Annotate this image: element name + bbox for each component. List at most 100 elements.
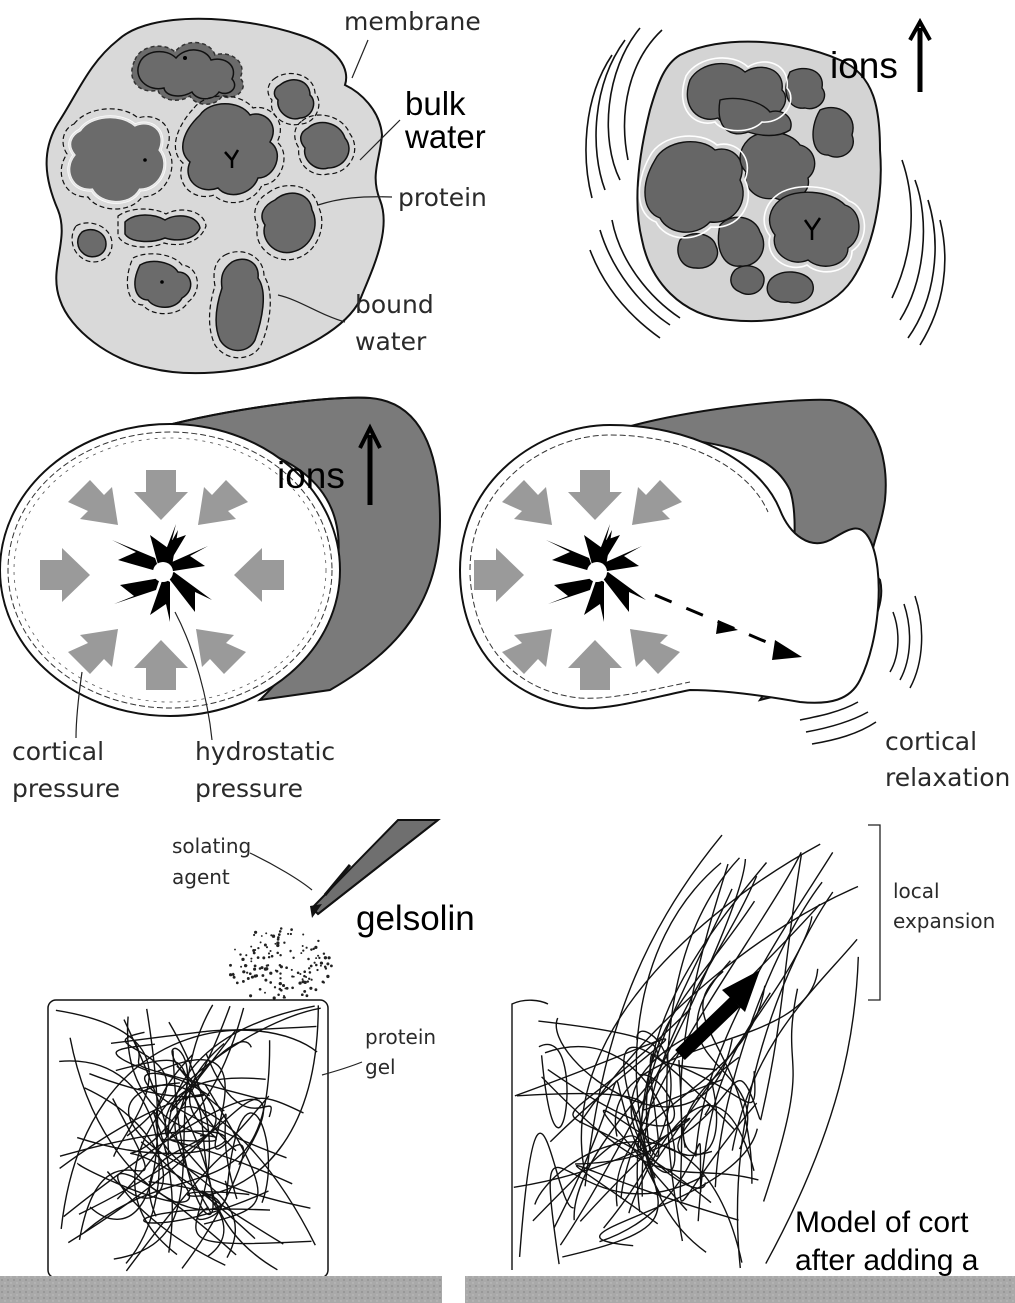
relaxed-cylinder (460, 400, 922, 744)
leader-membrane (352, 40, 368, 78)
agent-dot (290, 933, 292, 935)
label-solating: solating (172, 834, 251, 858)
agent-dot (299, 973, 301, 975)
agent-dot (274, 986, 276, 988)
agent-dot (266, 965, 268, 967)
agent-dot (285, 966, 288, 969)
agent-dot (307, 980, 309, 982)
agent-dot (239, 953, 241, 955)
agent-dot (234, 949, 236, 951)
protein-cluster (78, 230, 106, 257)
agent-dot (283, 984, 285, 986)
label-cortical-relax: cortical (885, 727, 977, 756)
agent-dot (245, 954, 247, 956)
agent-dot (287, 933, 289, 935)
agent-dot (229, 964, 232, 967)
agent-dot (302, 978, 304, 980)
agent-dot (279, 988, 282, 991)
agent-dot (269, 972, 272, 975)
agent-dot (268, 952, 270, 954)
base-plate-right (465, 1276, 1015, 1303)
agent-dot (253, 968, 256, 971)
label-bulk: bulk (405, 85, 466, 122)
label-protein-gel: protein (365, 1025, 436, 1049)
agent-dot (265, 967, 268, 970)
agent-dot (303, 970, 306, 973)
local-expansion-bracket (868, 825, 880, 1000)
agent-dot (264, 979, 267, 982)
protein-cluster (125, 215, 200, 241)
agent-dot (280, 927, 283, 930)
agent-dot (249, 972, 252, 975)
agent-dot (247, 977, 250, 980)
agent-dot (279, 972, 281, 974)
agent-dot (323, 981, 325, 983)
agent-dot (302, 933, 304, 935)
agent-dot (328, 956, 331, 959)
label-bound: bound (355, 290, 434, 319)
agent-dot (268, 956, 270, 958)
agent-dot (257, 956, 260, 959)
agent-dot (308, 978, 310, 980)
agent-dot (326, 975, 329, 978)
agent-dot (318, 957, 320, 959)
label-ions-cylinder: ions (277, 455, 345, 496)
agent-dot (290, 928, 293, 931)
gel-fiber (732, 939, 857, 1150)
agent-dot (302, 980, 305, 983)
agent-dot (305, 976, 307, 978)
agent-dot (283, 942, 285, 944)
agent-dot (325, 967, 327, 969)
agent-dot (272, 935, 275, 938)
hydrated-cell (47, 19, 400, 373)
agent-dot (316, 969, 318, 971)
agent-dot (317, 955, 319, 957)
label-relaxation: relaxation (885, 763, 1010, 792)
agent-dot (277, 936, 280, 939)
agent-dot (250, 958, 252, 960)
label-cortical: cortical (12, 737, 104, 766)
agent-dot (249, 994, 252, 997)
agent-dot (279, 982, 282, 985)
gel-fiber (764, 989, 798, 1202)
agent-dot (314, 946, 317, 949)
agent-dot (320, 965, 322, 967)
label-local: local (893, 879, 940, 903)
agent-dot (279, 977, 281, 979)
agent-dot (229, 973, 232, 976)
agent-dot (232, 973, 234, 975)
agent-dot (291, 969, 293, 971)
label-cortical-pressure: pressure (12, 774, 120, 803)
agent-dot (317, 940, 319, 942)
label-protein: protein (398, 183, 487, 212)
agent-dot (308, 967, 310, 969)
agent-dot (314, 962, 316, 964)
caption-line-1: Model of cort (795, 1206, 969, 1239)
agent-dot (278, 933, 281, 936)
agent-dot (284, 996, 286, 998)
agent-dot (266, 946, 268, 948)
label-hydrostatic-pressure: pressure (195, 774, 303, 803)
agent-dot (250, 946, 252, 948)
agent-dot (276, 952, 279, 955)
agent-dot (277, 994, 280, 997)
protein-cluster (216, 259, 263, 350)
agent-dot (253, 952, 256, 955)
agent-dot (310, 965, 313, 968)
agent-dot (279, 964, 282, 967)
agent-dot (289, 950, 291, 952)
agent-dot (273, 996, 276, 999)
agent-dot (274, 943, 276, 945)
agent-dot (291, 975, 293, 977)
label-ions-shrunk: ions (830, 45, 898, 86)
label-expansion: expansion (893, 909, 995, 933)
agent-dot (315, 957, 317, 959)
agent-dot (233, 976, 236, 979)
agent-dot (303, 990, 306, 993)
agent-dot (257, 947, 259, 949)
agent-dot (242, 980, 245, 983)
agent-dot (330, 965, 333, 968)
agent-dot (309, 987, 312, 990)
agent-dot (264, 944, 267, 947)
